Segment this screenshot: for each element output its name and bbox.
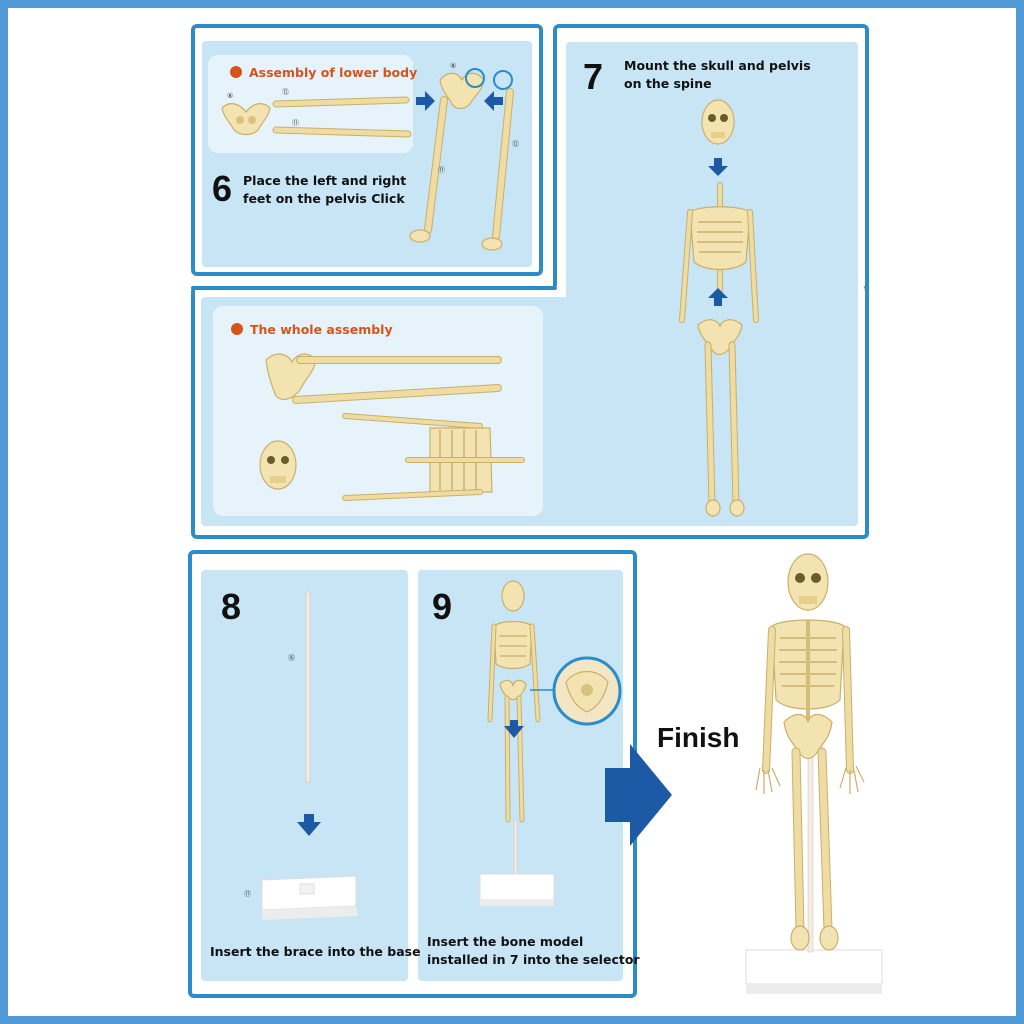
step6-instruction: Place the left and right feet on the pel… [243,172,406,208]
leg-part-12-icon [272,96,410,108]
pelvis-legs-icon [697,319,745,517]
bullet-dot-icon [230,66,242,78]
arrow-up-icon [708,288,728,306]
base-icon [479,873,555,906]
step9-instruction: Insert the bone model installed in 7 int… [427,933,640,969]
svg-text:⑪: ⑪ [438,166,445,174]
arrow-left-icon [484,91,503,111]
part-label-12: ⑫ [282,88,289,96]
pelvis-part-icon [221,103,271,136]
base-icon [261,875,358,920]
lower-body-assembly-icon [265,353,502,404]
part-label-17: ⑰ [244,890,251,898]
whole-heading: The whole assembly [231,322,393,337]
finish-label: Finish [657,722,740,753]
finished-base-icon [745,949,883,994]
part-label-8: ⑧ [227,92,233,100]
step6-heading: Assembly of lower body [230,65,417,80]
zoom-detail-icon [552,656,622,726]
arrow-right-icon [416,91,435,111]
step8-instruction: Insert the brace into the base [210,944,421,959]
arrow-down-icon [708,158,728,176]
step9-number: 9 [432,586,453,627]
arrow-down-icon [297,814,321,836]
step9-line2: installed in 7 into the selector [427,952,640,967]
step6-number: 6 [212,168,233,209]
ribcage-icon [771,619,845,720]
svg-text:⑧: ⑧ [450,62,456,70]
arms-icon [755,626,865,794]
brace-rod-icon [305,591,311,783]
step7-line1: Mount the skull and pelvis [624,58,811,73]
skull-icon [701,99,735,145]
step9-line1: Insert the bone model [427,934,584,949]
skull-icon [259,440,297,490]
stand-rod-icon [807,739,814,953]
step7-instruction: Mount the skull and pelvis on the spine [624,57,811,93]
part-label-11: ⑪ [292,119,299,127]
step6-line2: feet on the pelvis Click [243,191,405,206]
bullet-dot-icon [231,323,243,335]
part-label-16: ⑯ [288,654,295,662]
legs-icon [790,747,839,951]
step6-line1: Place the left and right [243,173,407,188]
leg-part-11-icon [272,126,412,138]
step7-number: 7 [583,56,604,97]
skull-icon [787,553,829,611]
svg-text:⑫: ⑫ [512,140,519,148]
l-connector [191,286,557,290]
step8-number: 8 [221,586,242,627]
spine-torso-icon [679,182,759,323]
torso-arms-assembly-icon [342,413,525,501]
step7-line2: on the spine [624,76,712,91]
arrow-down-icon [504,720,524,738]
skeleton-model-icon [487,580,541,823]
